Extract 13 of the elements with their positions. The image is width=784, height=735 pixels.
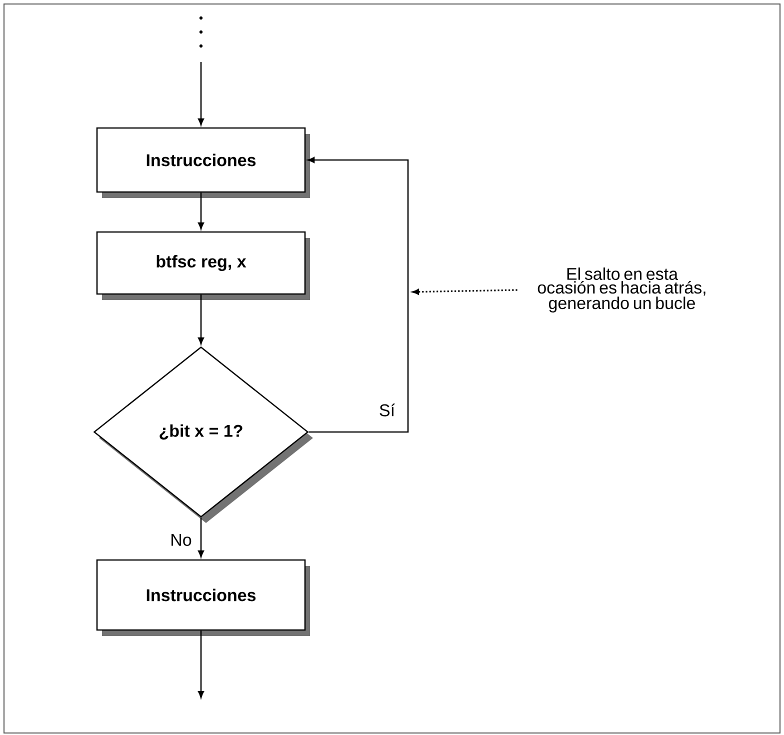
process-box: Instrucciones (96, 559, 310, 636)
arrow (198, 294, 204, 344)
arrow (198, 62, 204, 126)
edge-label: No (169, 533, 193, 547)
edge-label: Sí (378, 402, 396, 418)
arrow (198, 630, 204, 698)
annotation-text: El salto en esta ocasión es hacia atrás, generando un bucle (538, 268, 706, 312)
process-box: btfsc reg, x (96, 231, 310, 300)
arrow (198, 192, 204, 230)
arrow (198, 518, 204, 558)
arrow (308, 157, 409, 433)
leader-line (412, 288, 518, 295)
process-box: Instrucciones (96, 127, 310, 198)
